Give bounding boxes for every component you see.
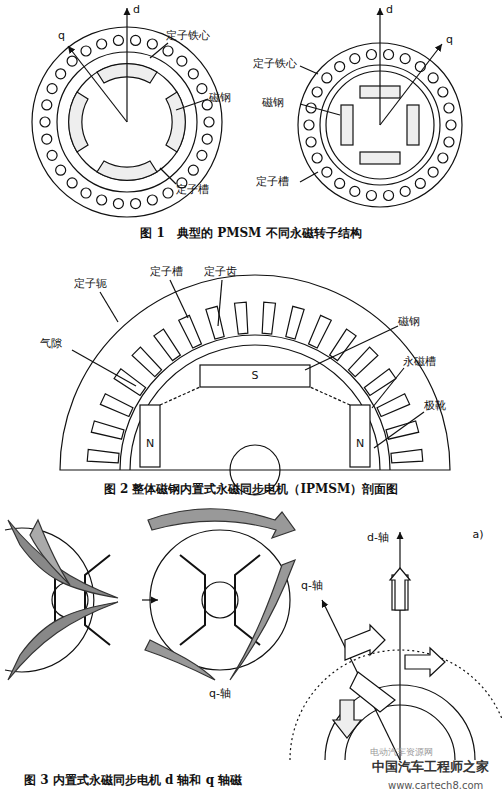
part-label: 定子轭 [74, 278, 107, 290]
part-label: 定子槽 [176, 184, 209, 196]
axis-label: d [386, 4, 393, 16]
drawn-stroke [177, 56, 187, 66]
drawn-stroke [415, 62, 425, 72]
drawn-stroke [67, 56, 77, 66]
drawn-stroke [415, 178, 425, 188]
drawn-stroke [262, 302, 275, 334]
drawn-stroke [56, 165, 66, 175]
drawn-stroke [350, 54, 360, 64]
part-label: 定子槽 [150, 266, 183, 278]
axis-label: q-轴 [300, 580, 324, 592]
drawn-stroke [163, 46, 173, 56]
axis-label: q [58, 30, 65, 42]
drawn-stroke [400, 186, 410, 196]
drawn-stroke [100, 394, 133, 417]
sub-figure-label: a) [472, 529, 483, 541]
drawn-stroke [204, 117, 214, 127]
drawn-stroke [377, 394, 410, 417]
drawn-stroke [335, 178, 345, 188]
drawn-stroke [366, 50, 376, 60]
drawn-stroke [428, 167, 438, 177]
drawn-stroke [188, 69, 198, 79]
part-label: 磁钢 [262, 97, 284, 109]
drawn-stroke [322, 167, 332, 177]
part-label: 定子铁心 [253, 58, 297, 70]
part-label: 永磁槽 [403, 356, 436, 368]
drawn-stroke [348, 347, 377, 376]
drawn-stroke [384, 190, 394, 200]
figure-caption: 图 3 内置式永磁同步电机 d 轴和 q 轴磁 [24, 774, 242, 787]
drawn-stroke [391, 450, 423, 463]
drawn-stroke [202, 134, 212, 144]
pole-letter: N [356, 438, 364, 450]
drawn-stroke [113, 35, 123, 45]
drawn-stroke [91, 421, 124, 439]
pole-letter: N [146, 438, 154, 450]
drawn-stroke [188, 165, 198, 175]
drawn-stroke [235, 302, 248, 334]
part-label: 定子齿 [204, 266, 237, 278]
drawn-stroke [428, 73, 438, 83]
figure-caption: 图 2 整体磁钢内置式永磁同步电机（IPMSM）剖面图 [104, 483, 399, 496]
drawn-stroke [322, 73, 332, 83]
drawn-stroke [400, 54, 410, 64]
drawn-stroke [286, 306, 304, 339]
drawn-stroke [131, 199, 141, 209]
drawn-stroke [147, 39, 157, 49]
pole-letter: S [252, 370, 259, 382]
drawn-stroke [366, 190, 376, 200]
drawn-stroke [384, 50, 394, 60]
drawn-stroke [42, 134, 52, 144]
drawn-stroke [113, 199, 123, 209]
drawn-stroke [132, 347, 161, 376]
drawn-stroke [40, 117, 50, 127]
drawn-stroke [47, 150, 57, 160]
axis-label: q-轴 [208, 688, 232, 700]
drawn-stroke [147, 195, 157, 205]
drawn-stroke [446, 120, 456, 130]
drawn-stroke [304, 120, 314, 130]
drawn-stroke [312, 153, 322, 163]
drawn-stroke [350, 186, 360, 196]
axis-label: d-轴 [366, 532, 390, 544]
part-label: 磁钢 [398, 316, 420, 328]
watermark: www.cartech8.com [388, 780, 483, 791]
drawn-stroke [67, 178, 77, 188]
drawn-stroke [97, 195, 107, 205]
drawn-stroke [438, 87, 448, 97]
part-label: 定子槽 [256, 176, 289, 188]
drawn-stroke [312, 87, 322, 97]
figure-caption: 图 1 典型的 PMSM 不同永磁转子结构 [140, 227, 361, 240]
part-label: 气隙 [40, 338, 62, 350]
drawn-stroke [179, 315, 202, 348]
drawn-stroke [56, 69, 66, 79]
drawn-stroke [154, 329, 180, 360]
drawn-stroke [131, 35, 141, 45]
drawn-stroke [206, 306, 224, 339]
part-label: 磁钢 [209, 92, 231, 104]
drawn-stroke [42, 100, 52, 110]
part-label: 定子铁心 [166, 30, 210, 42]
drawn-stroke [444, 103, 454, 113]
drawn-stroke [81, 46, 91, 56]
drawn-stroke [438, 153, 448, 163]
drawn-stroke [163, 188, 173, 198]
drawn-stroke [97, 39, 107, 49]
drawn-stroke [306, 137, 316, 147]
watermark: 电动汽车资源网 [370, 748, 433, 758]
axis-label: q [446, 34, 453, 46]
drawn-stroke [47, 84, 57, 94]
drawn-stroke [309, 315, 332, 348]
drawn-stroke [364, 369, 395, 395]
axis-label: d [133, 4, 140, 16]
drawn-stroke [197, 84, 207, 94]
drawn-stroke [87, 450, 119, 463]
drawn-stroke [197, 150, 207, 160]
drawn-stroke [81, 188, 91, 198]
drawn-stroke [335, 62, 345, 72]
part-label: 极靴 [424, 400, 446, 412]
watermark: 中国汽车工程师之家 [372, 760, 489, 774]
drawn-stroke [444, 137, 454, 147]
